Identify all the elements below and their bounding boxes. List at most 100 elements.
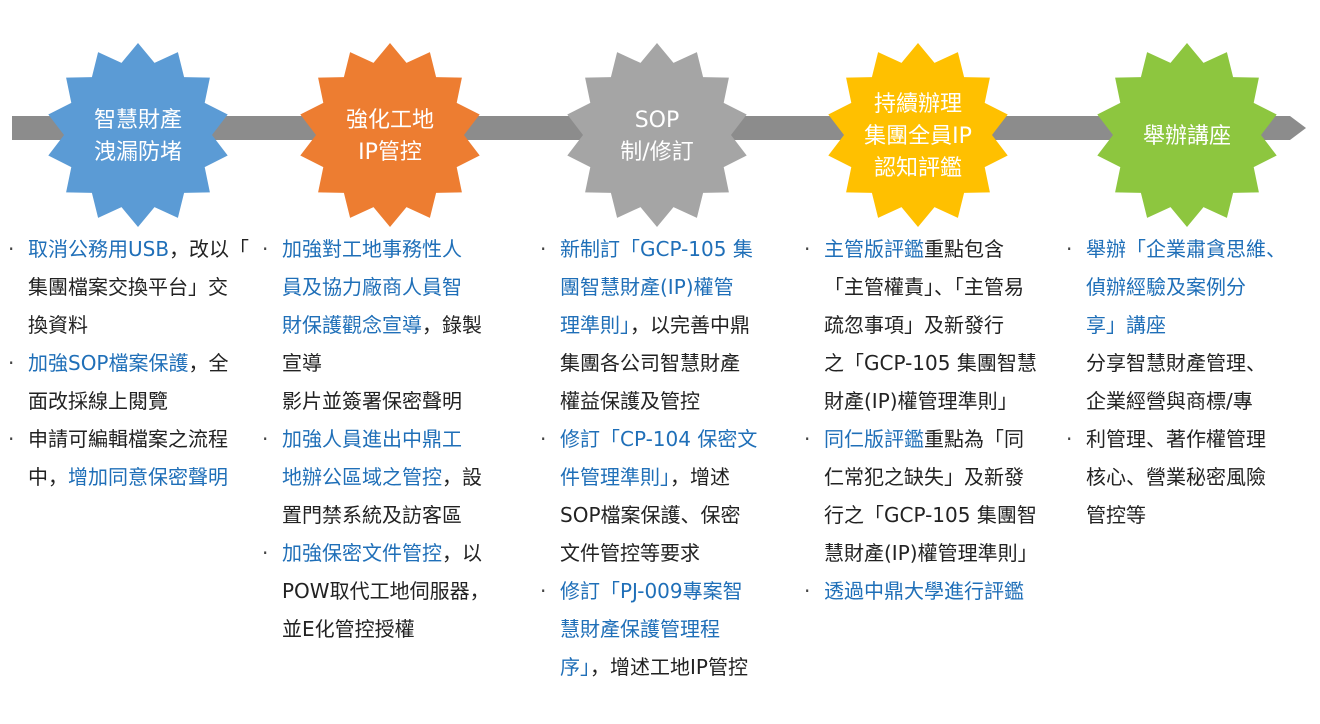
highlight-text: 主管版評鑑	[824, 237, 924, 261]
text-line: 偵辦經驗及案例分	[1086, 268, 1320, 306]
body-text: 企業經營與商標/專	[1086, 389, 1253, 413]
column-4: ·主管版評鑑重點包含「主管權責」、「主管易疏忽事項」及新發行之「GCP-105 …	[804, 230, 1064, 610]
text-line: 面改採線上閱覽	[28, 382, 258, 420]
bullet-item: · 同仁版評鑑重點為「同仁常犯之缺失」及新發行之「GCP-105 集團智慧財產(I…	[804, 420, 1064, 572]
body-text: 集團各公司智慧財產	[560, 351, 740, 375]
body-text: 權益保護及管控	[560, 389, 700, 413]
body-text: 宣導	[282, 351, 322, 375]
body-text: ，全	[188, 351, 229, 375]
body-text: ，增述	[670, 465, 730, 489]
body-text: ，增述工地IP管控	[590, 655, 748, 679]
step-label: 洩漏防堵	[94, 140, 182, 165]
bullet-item: · 新制訂「GCP-105 集團智慧財產(IP)權管理準則」，以完善中鼎集團各公司…	[540, 230, 780, 420]
step-label: 強化工地	[346, 108, 434, 133]
body-text: 之「GCP-105 集團智慧	[824, 351, 1037, 375]
highlight-text: 舉辦「企業肅貪思維、	[1086, 237, 1286, 261]
bullet-dot-icon: ·	[804, 579, 811, 603]
text-line: 主管版評鑑重點包含	[824, 230, 1064, 268]
text-line: 換資料	[28, 306, 258, 344]
highlight-text: 享」講座	[1086, 313, 1166, 337]
bullet-dot-icon: ·	[804, 427, 811, 451]
highlight-text: 地辦公區域之管控	[282, 465, 442, 489]
highlight-text: 團智慧財產(IP)權管	[560, 275, 734, 299]
text-line: 疏忽事項」及新發行	[824, 306, 1064, 344]
text-line: 申請可編輯檔案之流程	[28, 420, 258, 458]
body-text: 慧財產(IP)權管理準則」	[824, 541, 1038, 565]
text-line: 利管理、著作權管理	[1086, 420, 1320, 458]
text-line: 地辦公區域之管控，設	[282, 458, 532, 496]
text-line: 分享智慧財產管理、	[1086, 344, 1320, 382]
text-line: 件管理準則」，增述	[560, 458, 780, 496]
body-text: 申請可編輯檔案之流程	[28, 427, 228, 451]
bullet-item: ·加強SOP檔案保護，全面改採線上閱覽	[8, 344, 258, 420]
bullet-dot-icon: ·	[8, 427, 15, 451]
body-text: 重點為「同	[924, 427, 1024, 451]
text-line: 取消公務用USB，改以「	[28, 230, 258, 268]
text-line: 修訂「CP-104 保密文	[560, 420, 780, 458]
text-line: 管控等	[1086, 496, 1320, 534]
text-line: 序」，增述工地IP管控	[560, 648, 780, 686]
text-line: 影片並簽署保密聲明	[282, 382, 532, 420]
step-label: 制/修訂	[620, 140, 693, 165]
body-text: 疏忽事項」及新發行	[824, 313, 1004, 337]
highlight-text: 修訂「CP-104 保密文	[560, 427, 758, 451]
highlight-text: 加強對工地事務性人	[282, 237, 462, 261]
bullet-item: ·修訂「PJ-009專案智慧財產保護管理程序」，增述工地IP管控	[540, 572, 780, 686]
highlight-text: 取消公務用USB	[28, 237, 170, 261]
bullet-dot-icon: ·	[804, 237, 811, 261]
body-text: 集團檔案交換平台」交	[28, 275, 228, 299]
body-text: 影片並簽署保密聲明	[282, 389, 462, 413]
highlight-text: 修訂「PJ-009專案智	[560, 579, 743, 603]
highlight-text: 理準則」	[560, 313, 630, 337]
text-line: 修訂「PJ-009專案智	[560, 572, 780, 610]
step-badge-5	[1097, 43, 1277, 227]
highlight-text: 加強保密文件管控	[282, 541, 442, 565]
column-5: · 舉辦「企業肅貪思維、偵辦經驗及案例分享」講座分享智慧財產管理、企業經營與商標/…	[1066, 230, 1320, 534]
body-text: POW取代工地伺服器，	[282, 579, 490, 603]
text-line: 員及協力廠商人員智	[282, 268, 532, 306]
highlight-text: 序」	[560, 655, 590, 679]
body-text: 核心、營業秘密風險	[1086, 465, 1266, 489]
text-line: 置門禁系統及訪客區	[282, 496, 532, 534]
step-label: 持續辦理	[874, 92, 962, 117]
bullet-dot-icon: ·	[1066, 427, 1073, 451]
body-text: 重點包含	[924, 237, 1004, 261]
text-line: 加強人員進出中鼎工	[282, 420, 532, 458]
highlight-text: 透過中鼎大學進行評鑑	[824, 579, 1024, 603]
text-line: 同仁版評鑑重點為「同	[824, 420, 1064, 458]
text-line: 透過中鼎大學進行評鑑	[824, 572, 1064, 610]
body-text: 仁常犯之缺失」及新發	[824, 465, 1024, 489]
bullet-dot-icon: ·	[540, 579, 547, 603]
step-label: IP管控	[358, 140, 422, 165]
bullet-item: · 取消公務用USB，改以「集團檔案交換平台」交換資料	[8, 230, 258, 344]
bullet-item: · 利管理、著作權管理核心、營業秘密風險管控等	[1066, 420, 1320, 534]
column-2: · 加強對工地事務性人員及協力廠商人員智財保護觀念宣導，錄製宣導影片並簽署保密聲明…	[262, 230, 532, 648]
text-line: 理準則」，以完善中鼎	[560, 306, 780, 344]
bullet-dot-icon: ·	[8, 237, 15, 261]
bullet-item: ·加強人員進出中鼎工地辦公區域之管控，設置門禁系統及訪客區	[262, 420, 532, 534]
highlight-text: 新制訂「GCP-105 集	[560, 237, 753, 261]
bullet-item: ·申請可編輯檔案之流程中，增加同意保密聲明	[8, 420, 258, 496]
bullet-dot-icon: ·	[262, 237, 269, 261]
highlight-text: 慧財產保護管理程	[560, 617, 720, 641]
text-line: 財保護觀念宣導，錄製	[282, 306, 532, 344]
body-text: 置門禁系統及訪客區	[282, 503, 462, 527]
text-line: 集團檔案交換平台」交	[28, 268, 258, 306]
bullet-dot-icon: ·	[540, 237, 547, 261]
column-1: · 取消公務用USB，改以「集團檔案交換平台」交換資料 · 加強SOP檔案保護，全面改…	[8, 230, 258, 496]
text-line: 行之「GCP-105 集團智	[824, 496, 1064, 534]
step-badge-4	[828, 43, 1008, 227]
bullet-item: · 舉辦「企業肅貪思維、偵辦經驗及案例分享」講座分享智慧財產管理、企業經營與商標/…	[1066, 230, 1320, 420]
bullet-item: ·主管版評鑑重點包含「主管權責」、「主管易疏忽事項」及新發行之「GCP-105 …	[804, 230, 1064, 420]
bullet-dot-icon: ·	[262, 541, 269, 565]
text-line: 集團各公司智慧財產	[560, 344, 780, 382]
bullet-dot-icon: ·	[1066, 237, 1073, 261]
highlight-text: 偵辦經驗及案例分	[1086, 275, 1246, 299]
highlight-text: 加強SOP檔案保護	[28, 351, 189, 375]
highlight-text: 增加同意保密聲明	[68, 465, 228, 489]
bullet-dot-icon: ·	[540, 427, 547, 451]
bullet-item: · 透過中鼎大學進行評鑑	[804, 572, 1064, 610]
step-badge-1	[48, 43, 228, 227]
